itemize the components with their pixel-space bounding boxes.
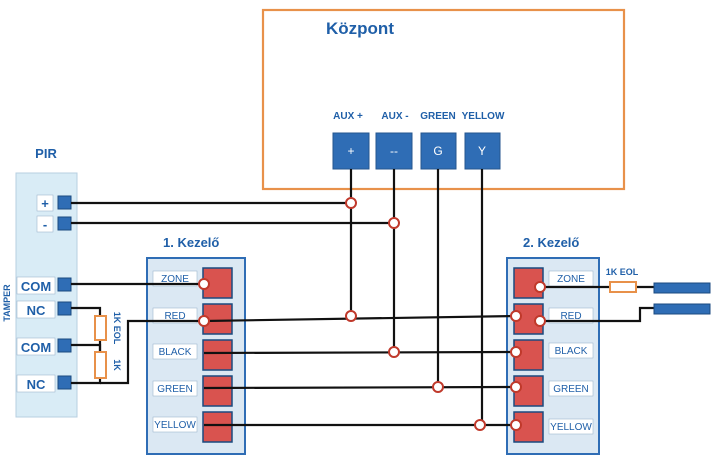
keypad-2-title: 2. Kezelő [523,235,579,250]
keypad-1-terminal-black [202,339,233,371]
keypad-2-label-yellow-box [548,418,594,435]
pir-label-box-com1 [16,276,56,295]
kozpont-terminal-green: G [420,132,457,170]
keypad-1-junction-zone [198,278,210,290]
kozpont-terminal-yellow: Y [464,132,501,170]
wires [71,169,654,427]
pir-resistor-1k-label: 1K [112,359,122,371]
keypad-1-label-black-box [152,343,198,360]
pir-label-box-plus [36,194,54,212]
svg-text:G: G [433,144,442,158]
keypad-2-junction-red-b [534,315,546,327]
keypad-2-junction-green [510,381,522,393]
pir-terminal-nc2 [57,375,72,390]
pir-resistor-eol-label: 1K EOL [112,312,122,345]
keypad-2-junction-yellow [510,419,522,431]
keypad-1-terminal-yellow [202,411,233,443]
kozpont-terminal-aux-plus: + [332,132,370,170]
svg-text:--: -- [390,144,398,158]
keypad-2-label-green: GREEN [553,384,589,395]
pir-resistor-1k [94,351,107,379]
pir-label-box-minus [36,215,54,233]
kozpont-panel: Központ AUX + AUX - GREEN YELLOW + -- G … [261,8,626,191]
resistors: 1K EOL 1K 1K EOL [94,267,639,379]
keypad-1-junction-red [198,315,210,327]
pir-label-box-nc2 [16,374,56,393]
pir-label-box-com2 [16,337,56,356]
kozpont-label-yellow: YELLOW [462,111,505,122]
keypad-2-label-red: RED [560,311,581,322]
keypad-2-label-black-box [548,342,594,359]
pir-terminal-plus-label: + [41,196,49,211]
junction-green [432,381,444,393]
pir-terminal-com2 [57,338,72,353]
keypad-1-label-green: GREEN [157,384,193,395]
wire-bus-black [203,350,517,355]
junction-aux-plus [345,197,357,209]
junction-yellow [474,419,486,431]
junction-aux-minus-black [388,346,400,358]
keypad-1: 1. Kezelő ZONE RED BLACK GREEN YELLOW [146,235,246,455]
keypad-2-label-red-box [548,307,594,324]
keypad-2-label-zone: ZONE [557,274,585,285]
keypad-2-resistor-eol [609,281,637,293]
keypad-2-label-green-box [548,380,594,397]
pir-label-box-nc1 [16,300,56,319]
pir-sensor: PIR TAMPER + - COM NC COM NC [2,146,78,418]
keypad-1-label-green-box [152,380,198,397]
pir-terminal-nc1-label: NC [27,303,46,318]
keypad-1-label-yellow-box [152,416,198,433]
wire-bus-green [203,385,517,390]
pir-terminal-com1 [57,277,72,292]
kozpont-label-green: GREEN [420,111,456,122]
keypad-1-label-red: RED [164,311,185,322]
svg-text:+: + [347,144,354,158]
keypad-1-label-black: BLACK [159,347,192,358]
pir-terminal-nc2-label: NC [27,377,46,392]
junction-aux-minus [388,217,400,229]
keypad-2-junction-red-a [510,310,522,322]
keypad-2-resistor-eol-label: 1K EOL [606,267,639,277]
kozpont-label-aux-minus: AUX - [381,111,408,122]
wire-pir-nc1-loop [71,306,102,316]
keypad-2-junction-zone [534,281,546,293]
keypad-2: 2. Kezelő ZONE RED BLACK GREEN YELLOW [506,235,600,455]
kozpont-terminal-aux-minus: -- [375,132,413,170]
pir-resistor-eol [94,315,107,341]
keypad-2-label-yellow: YELLOW [550,422,592,433]
pir-title: PIR [35,146,57,161]
pir-terminal-com1-label: COM [21,279,51,294]
keypad-1-title: 1. Kezelő [163,235,219,250]
wire-pir-red-return [100,319,204,385]
keypad-1-label-zone-box [152,270,198,287]
keypad-1-label-yellow: YELLOW [154,420,196,431]
pir-terminal-plus [57,195,72,210]
external-connector-zone [653,282,711,294]
junctions [198,197,546,431]
junction-aux-plus-red [345,310,357,322]
kozpont-title: Központ [326,19,394,38]
keypad-2-label-black: BLACK [555,346,588,357]
pir-terminal-com2-label: COM [21,340,51,355]
pir-terminal-minus [57,216,72,231]
kozpont-label-aux-plus: AUX + [333,111,363,122]
pir-terminal-minus-label: - [43,217,47,232]
keypad-1-label-zone: ZONE [161,274,189,285]
keypad-1-terminal-green [202,375,233,407]
external-connector-red [653,303,711,315]
pir-tamper-label: TAMPER [2,284,12,322]
wire-bus-red [203,314,517,323]
keypad-2-junction-black [510,346,522,358]
svg-text:Y: Y [478,144,486,158]
keypad-1-label-red-box [152,307,198,324]
pir-terminal-nc1 [57,301,72,316]
wire-k2-red-out [540,306,654,323]
